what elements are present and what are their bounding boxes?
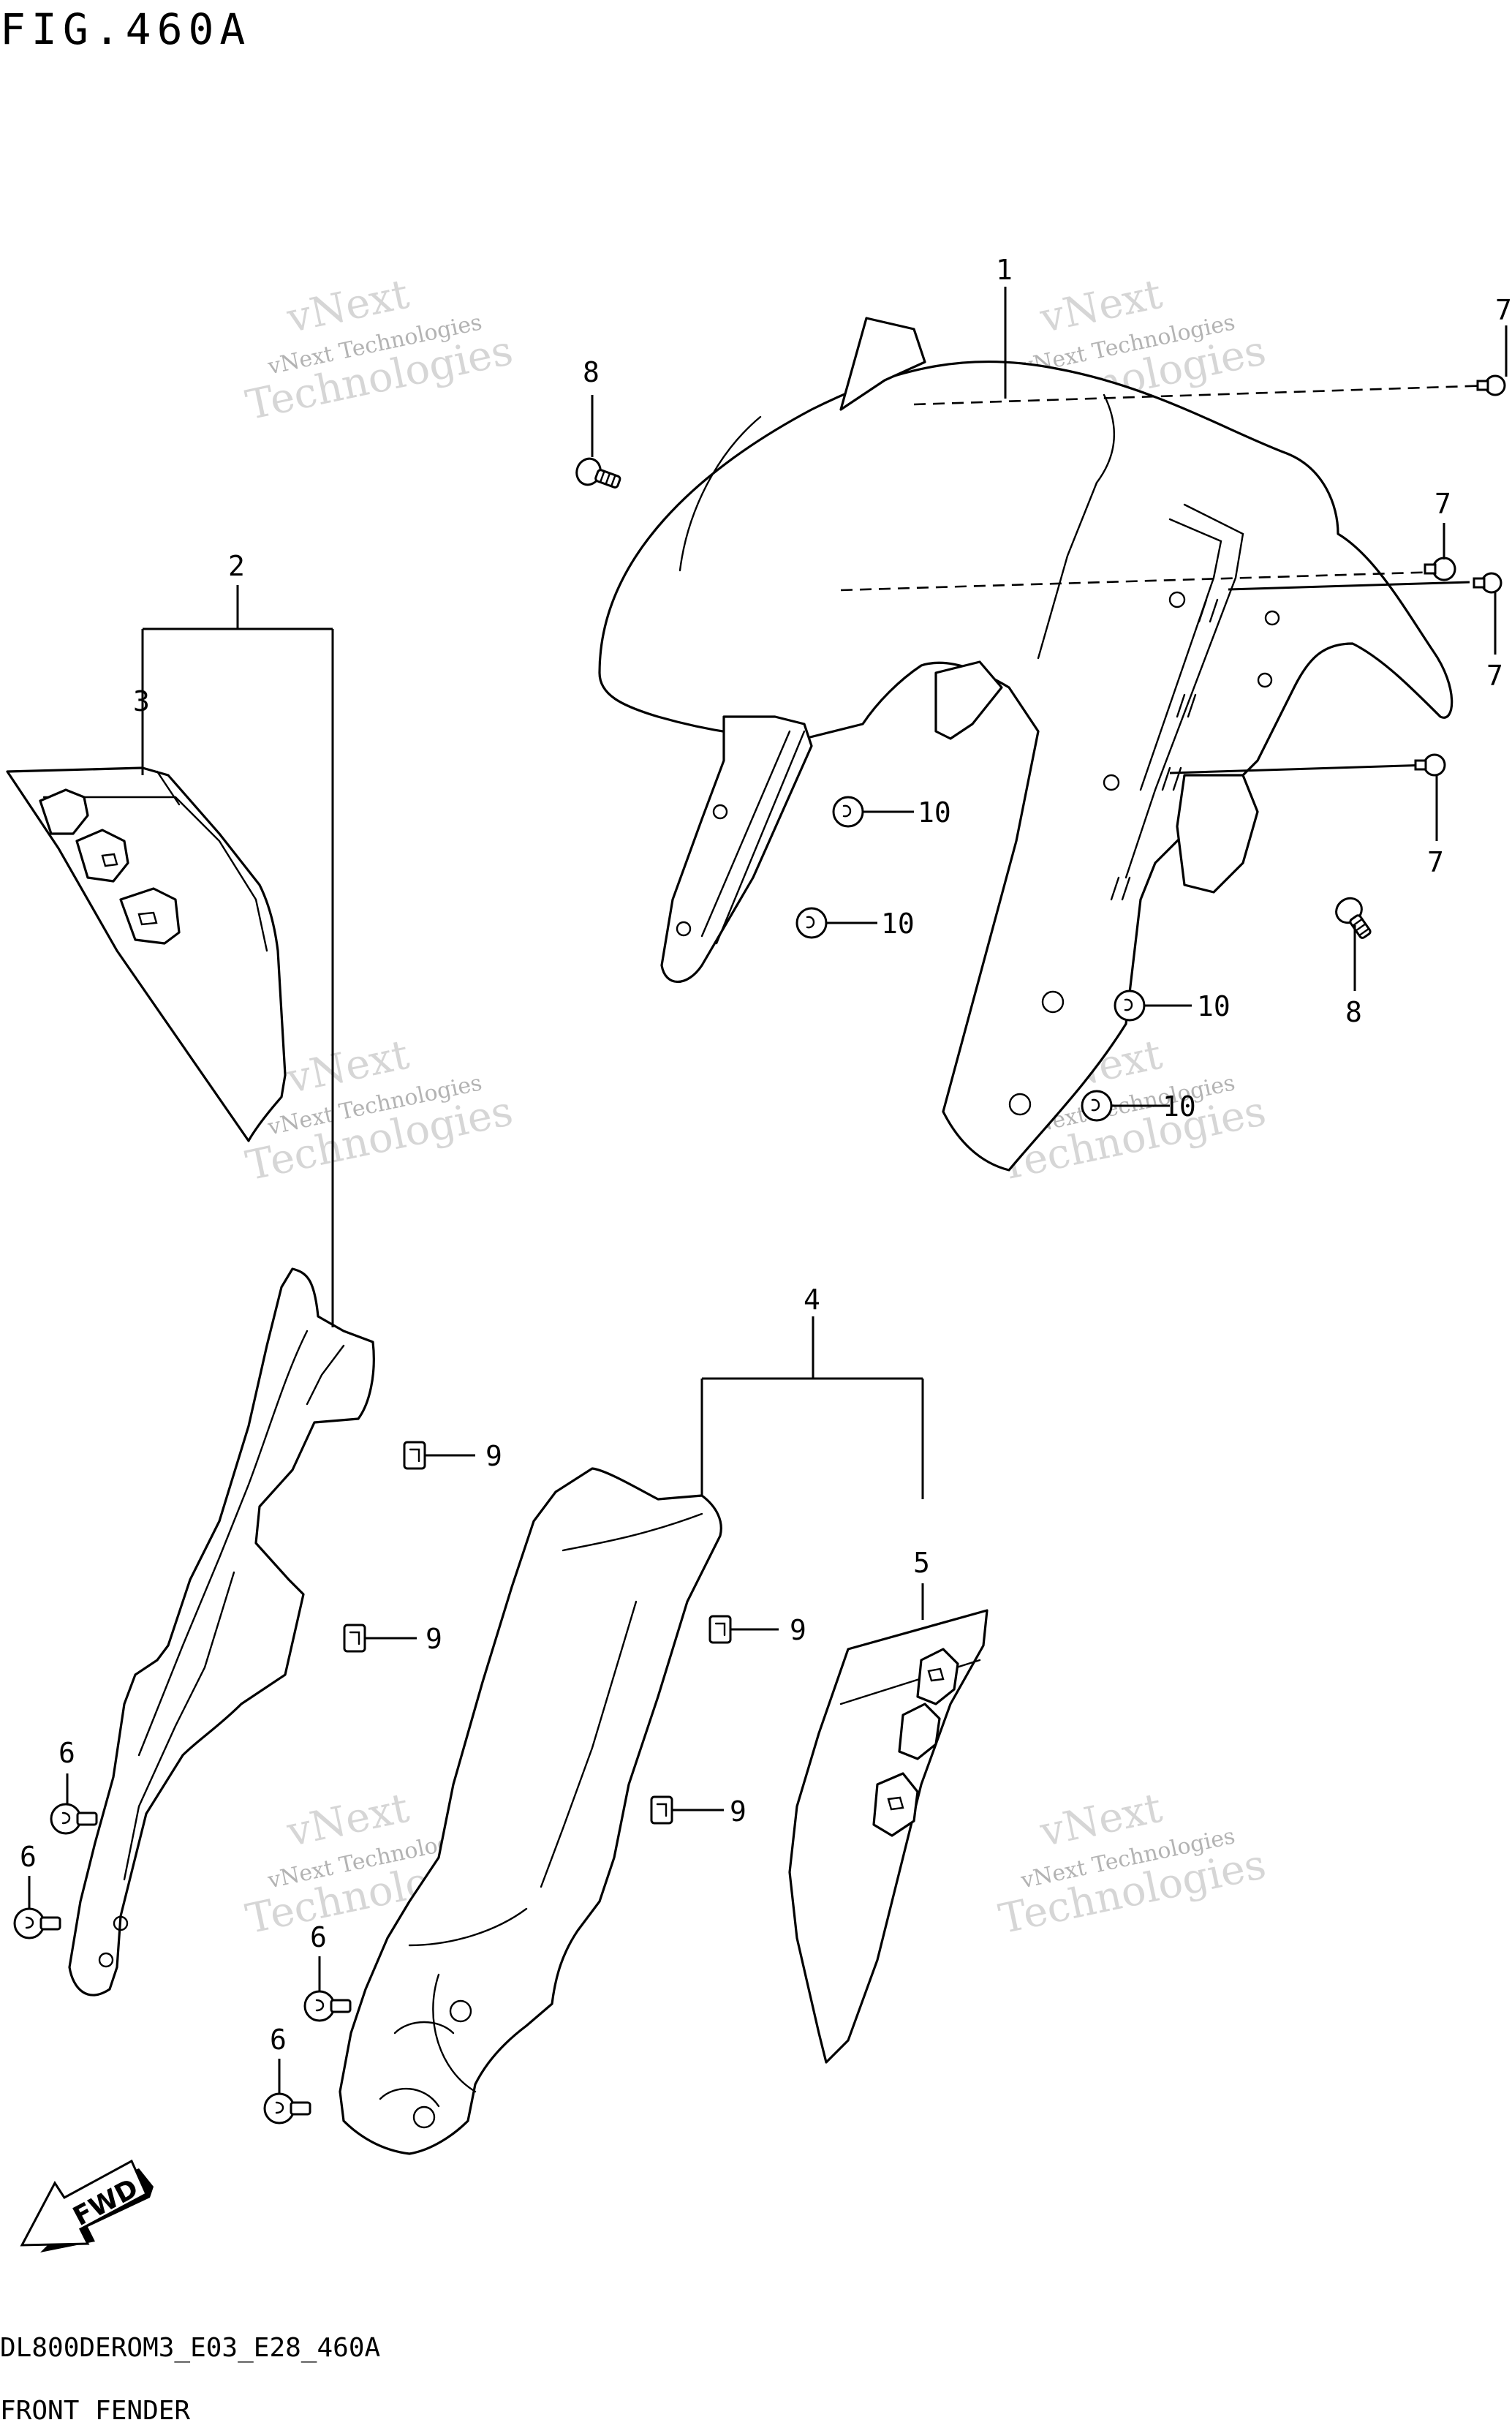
callout-9: 9 [426,1623,442,1655]
clip-nut-icon [795,907,828,939]
bolt-6-group [13,1803,352,2124]
nut-10-group [795,796,1146,1122]
callout-6: 6 [20,1841,37,1873]
callout-7: 7 [1427,846,1444,878]
callout-6: 6 [310,1921,327,1953]
watermark: vNext vNext Technologies Technologies [995,1784,1270,1944]
left-side-plate-part [6,766,287,1142]
watermark: vNext vNext Technologies Technologies [242,271,517,430]
callout-9: 9 [485,1440,502,1472]
forward-arrow-icon: FWD [20,2159,154,2252]
figure-caption: FRONT FENDER [0,2396,190,2426]
callout-7: 7 [1434,488,1451,520]
callout-10: 10 [881,908,915,940]
callout-10: 10 [1163,1090,1196,1123]
screw-8-group [575,457,1372,939]
callout-8: 8 [583,356,600,388]
callout-6: 6 [58,1737,75,1769]
bolt-icon [1414,753,1446,777]
fastener-guide-lines [840,384,1492,774]
callout-4: 4 [804,1283,820,1316]
right-side-plate-part [788,1609,989,2064]
clip-nut-icon [1114,989,1146,1022]
callout-9: 9 [730,1795,746,1828]
screw-icon [1335,897,1372,939]
callout-10: 10 [918,796,951,829]
callout-labels: 1 2 3 4 5 6 6 6 6 7 7 7 7 8 8 9 9 9 9 10… [20,254,1512,2056]
model-code: DL800DEROM3_E03_E28_460A [0,2333,380,2363]
front-fender-part [598,317,1454,1172]
flange-bolt-icon [303,1990,352,2022]
figure-title: FIG.460A [0,4,251,54]
flange-bolt-icon [263,2092,311,2124]
clip-nut-icon [832,796,864,828]
callout-3: 3 [133,685,150,717]
callout-9: 9 [790,1614,806,1646]
flange-bolt-icon [50,1803,98,1835]
callout-1: 1 [996,254,1013,286]
callout-2: 2 [228,550,245,582]
callout-10: 10 [1197,990,1231,1022]
screw-icon [575,457,621,489]
bolt-icon [1473,572,1502,594]
bolt-icon [1424,557,1456,581]
callout-6: 6 [270,2024,287,2056]
bolt-7-group [1414,374,1506,777]
callout-7: 7 [1486,660,1503,692]
clip-nut-icon [1081,1090,1113,1122]
callout-7: 7 [1495,294,1512,326]
clip-icon [650,1795,673,1825]
clip-icon [403,1441,426,1470]
right-fork-cover-part [339,1467,722,2155]
bolt-icon [1476,374,1506,396]
flange-bolt-icon [13,1907,61,1939]
callout-8: 8 [1345,996,1362,1028]
callout-5: 5 [913,1547,930,1579]
clip-icon [708,1615,732,1644]
callout-leaders [28,287,1508,2094]
clip-icon [343,1624,366,1653]
left-fork-cover-part [68,1267,375,1997]
